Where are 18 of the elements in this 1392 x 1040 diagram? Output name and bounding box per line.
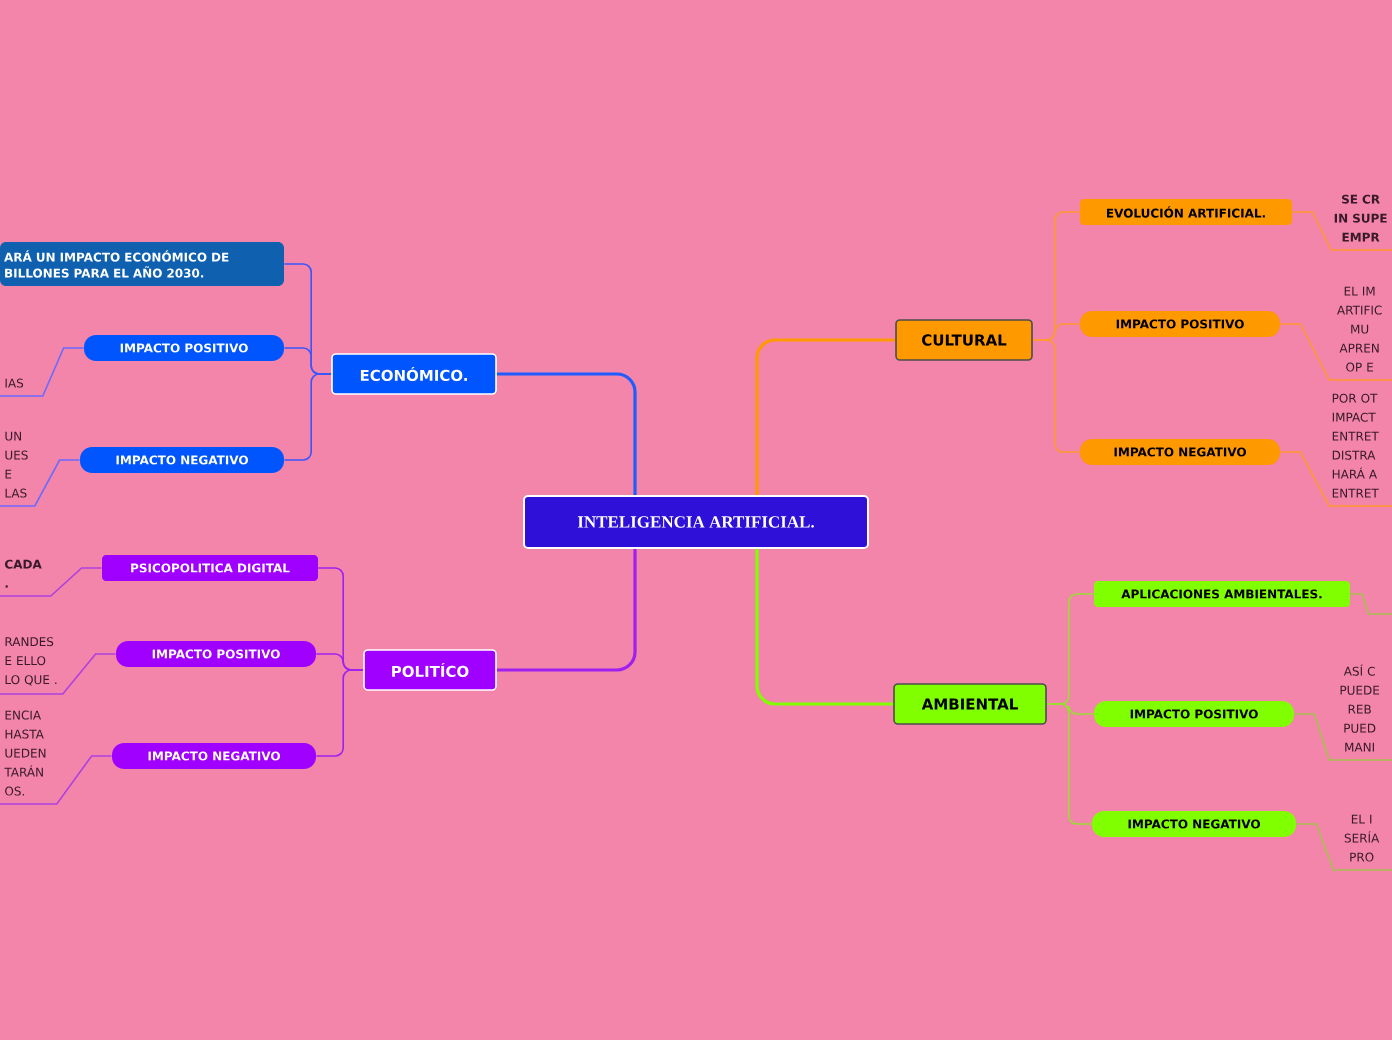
leader-line <box>1279 323 1392 381</box>
connector-line <box>315 669 364 757</box>
leader-line <box>0 459 81 507</box>
connector-line <box>283 373 332 461</box>
leader-line <box>1293 713 1392 761</box>
leader-line <box>0 347 85 397</box>
leader-line <box>1279 451 1392 507</box>
leader-line <box>1349 593 1392 615</box>
central-topic-box: INTELIGENCIA ARTIFICIAL. <box>523 495 869 549</box>
connector-line <box>755 338 896 495</box>
leader-line <box>0 755 113 805</box>
connector-line <box>496 549 637 672</box>
leader-line <box>0 653 117 695</box>
leader-line <box>0 567 103 597</box>
connector-line <box>755 549 894 706</box>
leader-line <box>1295 823 1392 871</box>
connector-line <box>496 372 637 495</box>
leader-line <box>1291 211 1392 251</box>
